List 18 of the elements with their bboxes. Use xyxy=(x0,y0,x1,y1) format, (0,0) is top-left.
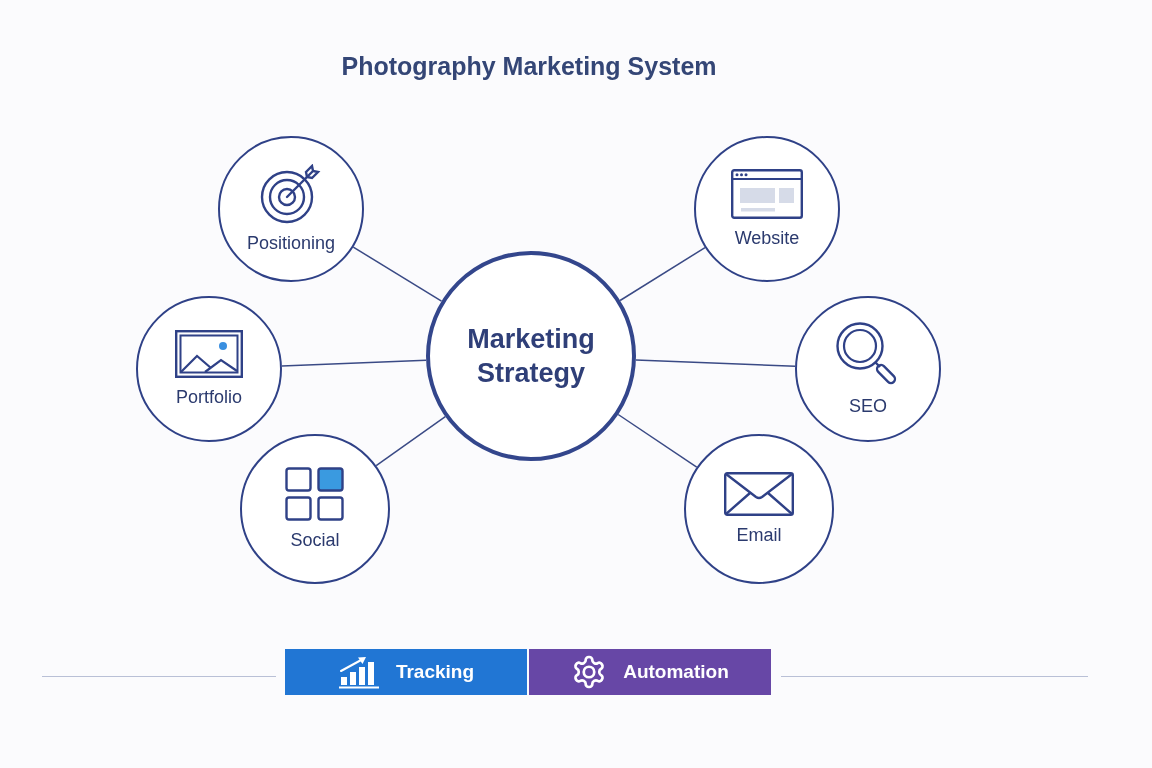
hub-label: Marketing Strategy xyxy=(466,323,596,390)
connector-line xyxy=(375,415,447,467)
feature-bar xyxy=(529,649,771,695)
feature-label: Automation xyxy=(623,660,729,684)
connector-line xyxy=(352,246,443,302)
feature-label: Tracking xyxy=(395,660,475,684)
diagram-title: Photography Marketing System xyxy=(340,51,718,82)
topic-label: Portfolio xyxy=(175,386,242,408)
topic-label: Social xyxy=(290,529,340,551)
connector-line xyxy=(635,359,796,367)
connector-line xyxy=(617,413,698,468)
topic-label: Website xyxy=(734,227,800,249)
connector-line xyxy=(619,246,706,302)
topic-label: Email xyxy=(736,524,782,546)
connector-line xyxy=(281,359,427,367)
feature-bar xyxy=(285,649,527,695)
topic-label: Positioning xyxy=(246,232,336,254)
topic-label: SEO xyxy=(849,395,887,417)
